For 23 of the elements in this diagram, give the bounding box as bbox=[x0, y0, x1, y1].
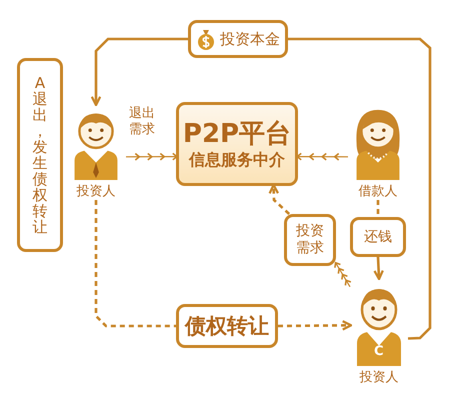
shirt-letter: C bbox=[374, 344, 384, 359]
connector-line bbox=[94, 200, 176, 328]
chevron-arrow bbox=[334, 262, 352, 288]
process-box: 投资需求 bbox=[284, 214, 336, 266]
principal-box bbox=[188, 20, 288, 58]
process-box: 债权转让 bbox=[176, 304, 278, 348]
arrow bbox=[278, 320, 352, 331]
person-label: 投资人 bbox=[360, 369, 398, 386]
arrow bbox=[90, 38, 188, 106]
arrow bbox=[373, 256, 384, 280]
chevron-arrow bbox=[298, 152, 348, 161]
connector-line bbox=[288, 38, 432, 340]
platform-title: P2P平台 bbox=[182, 118, 292, 150]
platform-box bbox=[176, 102, 298, 186]
box-label: 投资本金 bbox=[220, 30, 280, 48]
arrow bbox=[268, 184, 290, 215]
connector-line bbox=[376, 200, 380, 217]
note-box: A 退出，发生债权转让 bbox=[17, 58, 63, 252]
process-box: 还钱 bbox=[350, 217, 406, 257]
platform-subtitle: 信息服务中介 bbox=[189, 150, 285, 170]
person-label: 借款人 bbox=[358, 183, 398, 200]
chevron-arrow bbox=[126, 152, 176, 161]
person-label: 投资人 bbox=[76, 183, 116, 200]
